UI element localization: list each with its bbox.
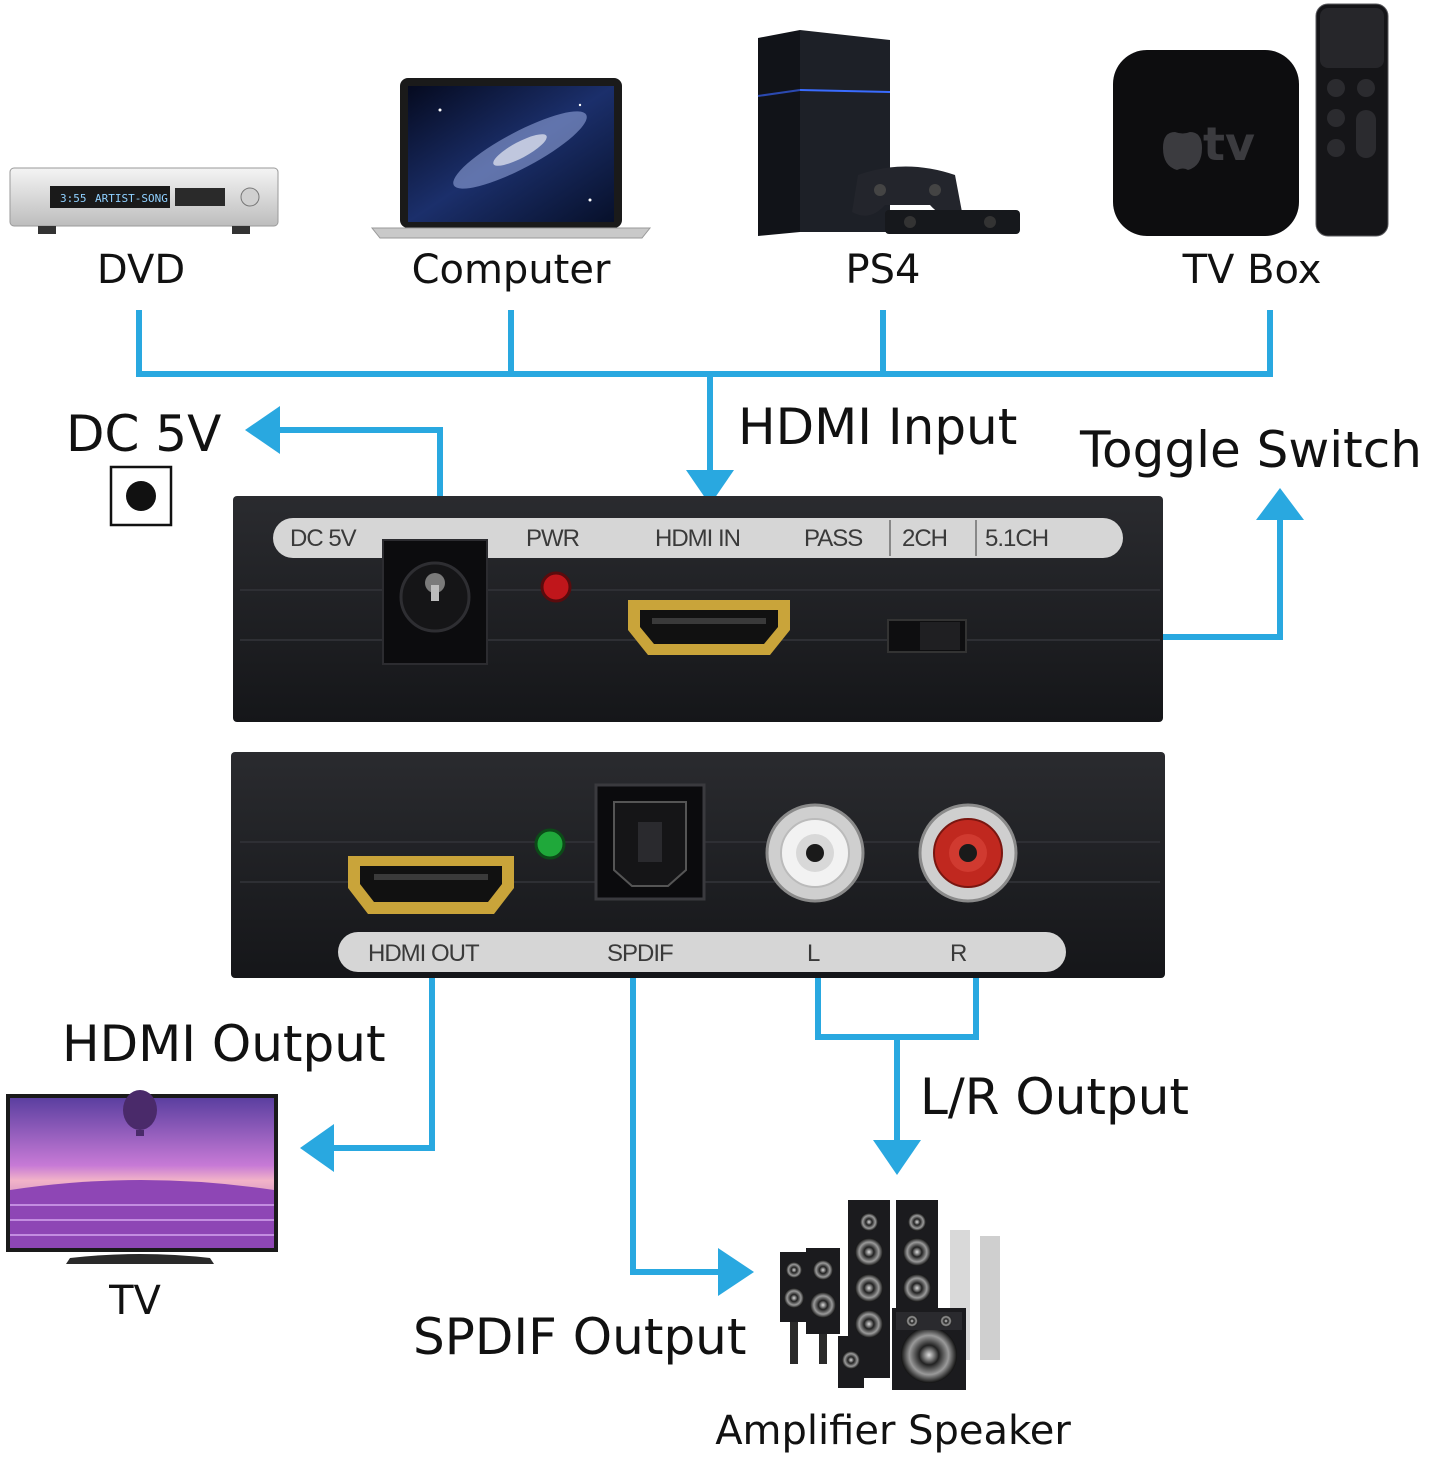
tv-icon <box>6 1090 278 1264</box>
spdif-output-connector <box>630 973 720 1275</box>
front-label-51ch: 5.1CH <box>985 525 1048 552</box>
converter-rear-panel: HDMI OUT SPDIF L R <box>231 752 1165 978</box>
rear-label-l: L <box>807 940 820 967</box>
tv-box-icon: tv <box>1113 50 1299 236</box>
remote-control-icon <box>1315 3 1389 237</box>
toggle-switch-icon[interactable] <box>887 619 967 653</box>
converter-front-panel: DC 5V PWR HDMI IN PASS 2CH 5.1CH <box>233 496 1163 722</box>
front-label-pwr: PWR <box>526 525 580 552</box>
pwr-led-icon <box>540 571 572 603</box>
rca-left-port-icon <box>765 803 865 903</box>
svg-text:3:55: 3:55 <box>60 192 87 205</box>
front-label-dc5v: DC 5V <box>290 525 357 552</box>
source-label-dvd: DVD <box>97 247 185 293</box>
lr-output-arrow-icon <box>873 1140 921 1175</box>
rear-label-r: R <box>950 940 967 967</box>
hdmi-out-port-icon <box>348 856 514 914</box>
amplifier-speaker-icon <box>780 1200 1000 1390</box>
source-label-computer: Computer <box>412 247 611 293</box>
tv-box-logo: tv <box>1203 117 1255 171</box>
callout-toggle-switch: Toggle Switch <box>1079 421 1422 479</box>
rear-label-hdmi-out: HDMI OUT <box>368 940 480 967</box>
lr-output-connector <box>815 973 979 1142</box>
callout-spdif-output: SPDIF Output <box>413 1308 746 1366</box>
dc-power-jack-port-icon <box>382 539 488 665</box>
dvd-display-text: ARTIST-SONG <box>95 192 168 205</box>
toggle-switch-arrow-icon <box>1256 488 1304 520</box>
hdmi-input-connector <box>136 310 1273 472</box>
front-label-2ch: 2CH <box>902 525 947 552</box>
callout-hdmi-output: HDMI Output <box>62 1015 386 1073</box>
front-label-hdmi-in: HDMI IN <box>655 525 740 552</box>
hdmi-input-arrow-icon <box>686 470 734 505</box>
hdmi-output-connector <box>330 973 435 1151</box>
hdmi-in-port-icon <box>628 600 790 655</box>
dc-jack-symbol-icon <box>109 465 173 527</box>
destination-label-tv: TV <box>108 1278 161 1324</box>
source-label-tvbox: TV Box <box>1182 247 1322 293</box>
rear-label-strip <box>338 932 1066 972</box>
source-label-ps4: PS4 <box>846 247 921 293</box>
callout-lr-output: L/R Output <box>920 1068 1189 1126</box>
dc5v-connector <box>275 427 443 520</box>
ps4-camera-icon <box>885 210 1020 234</box>
status-led-green-icon <box>534 828 566 860</box>
ps4-controller-icon <box>852 166 962 216</box>
rear-label-spdif: SPDIF <box>607 940 673 967</box>
dc5v-arrow-icon <box>245 406 280 454</box>
callout-hdmi-input: HDMI Input <box>738 398 1017 456</box>
front-label-pass: PASS <box>804 525 862 552</box>
rca-right-port-icon <box>918 803 1018 903</box>
hdmi-output-arrow-icon <box>300 1124 334 1172</box>
spdif-output-arrow-icon <box>718 1248 754 1296</box>
destination-label-speaker: Amplifier Speaker <box>715 1408 1071 1454</box>
callout-dc5v: DC 5V <box>66 405 221 463</box>
laptop-icon <box>370 78 652 239</box>
dvd-player-icon: 3:55 ARTIST-SONG <box>9 167 279 234</box>
spdif-optical-port-icon <box>594 783 706 901</box>
